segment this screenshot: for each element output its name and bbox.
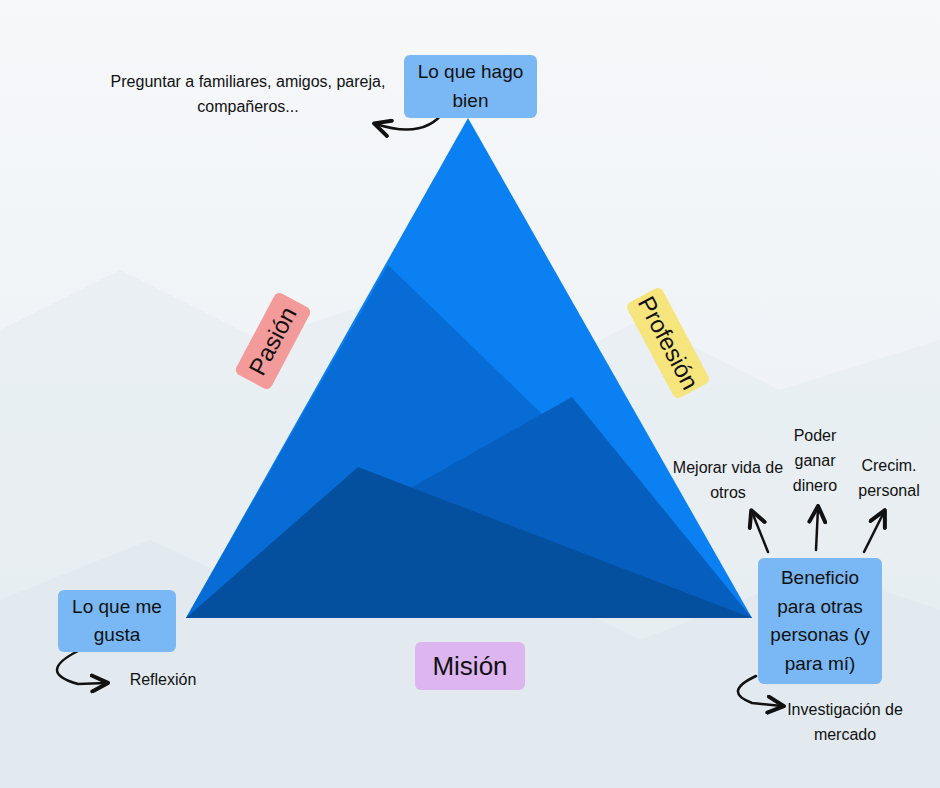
leader-arrow	[816, 508, 818, 550]
node-text: Misión	[432, 647, 507, 686]
note-label: Crecim. personal	[845, 454, 933, 504]
vertex-box: Beneficio para otras personas (y para mí…	[758, 558, 882, 684]
mountain-layer	[186, 265, 752, 618]
note-label: Mejorar vida de otros	[668, 456, 788, 506]
note-label: Preguntar a familiares, amigos, pareja, …	[108, 70, 388, 120]
leader-arrow	[864, 512, 884, 552]
leader-arrow	[57, 650, 106, 684]
side-label: Pasión	[234, 291, 313, 391]
side-label: Profesión	[625, 286, 711, 400]
side-label: Misión	[415, 642, 525, 690]
mountain-layer	[186, 467, 752, 618]
vertex-box: Lo que me gusta	[58, 590, 176, 652]
note-label: Reflexión	[118, 668, 208, 693]
pyramid	[186, 118, 752, 618]
node-text: Beneficio para otras personas (y para mí…	[764, 564, 876, 678]
node-text: Profesión	[628, 290, 707, 396]
vertex-box: Lo que hago bien	[404, 55, 537, 118]
mountain-layer	[186, 397, 752, 618]
leader-arrow	[752, 512, 768, 552]
note-label: Investigación de mercado	[770, 698, 920, 748]
node-text: Pasión	[240, 300, 306, 382]
node-text: Lo que hago bien	[410, 58, 531, 115]
note-label: Poder ganar dinero	[780, 424, 850, 498]
node-text: Lo que me gusta	[64, 593, 170, 650]
